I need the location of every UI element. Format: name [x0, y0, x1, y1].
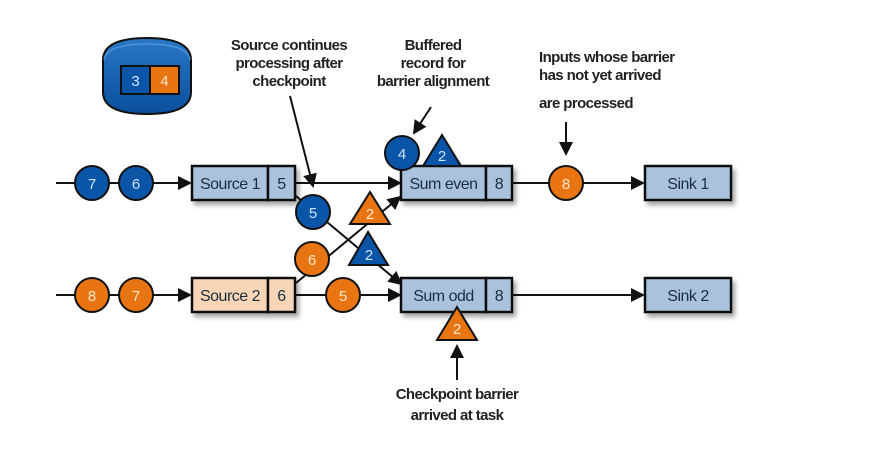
- node-sink2: Sink 2: [643, 276, 733, 314]
- node-source1: Source 1 5: [190, 164, 297, 202]
- svg-text:has not yet arrived: has not yet arrived: [539, 67, 661, 84]
- node-sum-even-label: Sum even: [409, 176, 477, 193]
- record-token-orange: 8: [74, 277, 110, 313]
- svg-text:are processed: are processed: [539, 95, 633, 112]
- node-sum-even: Sum even 8: [399, 164, 514, 202]
- node-source2-label: Source 2: [200, 288, 261, 305]
- svg-text:record for: record for: [401, 55, 467, 72]
- node-source1-state: 5: [277, 176, 286, 193]
- pointer-arrow-source-continues: [289, 95, 317, 188]
- node-sum-even-state: 8: [495, 176, 504, 193]
- svg-text:Inputs whose barrier: Inputs whose barrier: [539, 49, 675, 66]
- svg-text:5: 5: [309, 205, 317, 222]
- svg-text:5: 5: [339, 288, 347, 305]
- node-sum-odd: Sum odd 8: [399, 276, 514, 314]
- state-value-blue: 3: [131, 73, 139, 90]
- state-value-orange: 4: [160, 73, 168, 90]
- svg-text:arrived at task: arrived at task: [411, 407, 505, 424]
- annotation-inputs-processed: Inputs whose barrier has not yet arrived…: [539, 49, 676, 112]
- svg-text:Checkpoint barrier: Checkpoint barrier: [396, 386, 519, 403]
- node-source2-state: 6: [277, 288, 286, 305]
- checkpoint-barrier-orange: 2: [348, 190, 392, 225]
- buffered-record-token: 4: [384, 135, 420, 171]
- pointer-arrow-buffered-record: [412, 106, 432, 135]
- annotation-barrier-arrived: Checkpoint barrier arrived at task: [396, 386, 520, 424]
- node-sink2-label: Sink 2: [667, 288, 709, 305]
- svg-text:6: 6: [132, 176, 140, 193]
- node-sink1: Sink 1: [643, 164, 733, 202]
- svg-text:Source continues: Source continues: [231, 37, 348, 54]
- svg-text:7: 7: [88, 176, 96, 193]
- node-sum-odd-state: 8: [495, 288, 504, 305]
- state-cell-blue: [120, 65, 151, 95]
- annotation-buffered-record: Buffered record for barrier alignment: [377, 37, 491, 90]
- record-token-orange: 6: [294, 241, 330, 277]
- node-source1-label: Source 1: [200, 176, 261, 193]
- record-token-blue: 6: [118, 165, 154, 201]
- node-source2: Source 2 6: [190, 276, 297, 314]
- node-sink1-label: Sink 1: [667, 176, 709, 193]
- state-backend-database: 3 4: [102, 36, 192, 116]
- record-token-orange: 5: [325, 277, 361, 313]
- svg-text:2: 2: [438, 148, 446, 165]
- svg-text:6: 6: [308, 252, 316, 269]
- checkpoint-barrier-blue: 2: [421, 133, 463, 167]
- state-cell-orange: [149, 65, 180, 95]
- record-token-orange: 8: [548, 165, 584, 201]
- svg-text:4: 4: [398, 146, 406, 163]
- svg-text:Buffered: Buffered: [405, 37, 462, 54]
- record-token-blue: 5: [295, 194, 331, 230]
- checkpoint-barrier-orange: 2: [435, 305, 479, 341]
- svg-text:checkpoint: checkpoint: [252, 73, 326, 90]
- node-sum-odd-label: Sum odd: [413, 288, 474, 305]
- record-token-orange: 7: [118, 277, 154, 313]
- svg-text:2: 2: [366, 206, 374, 223]
- checkpoint-barrier-blue: 2: [347, 230, 390, 266]
- svg-text:processing after: processing after: [235, 55, 343, 72]
- svg-text:barrier alignment: barrier alignment: [377, 73, 490, 90]
- record-token-blue: 7: [74, 165, 110, 201]
- annotation-source-continues: Source continues processing after checkp…: [231, 37, 348, 90]
- svg-text:8: 8: [88, 288, 96, 305]
- svg-text:7: 7: [132, 288, 140, 305]
- svg-text:2: 2: [365, 247, 373, 264]
- svg-text:2: 2: [453, 321, 461, 338]
- svg-text:8: 8: [562, 176, 570, 193]
